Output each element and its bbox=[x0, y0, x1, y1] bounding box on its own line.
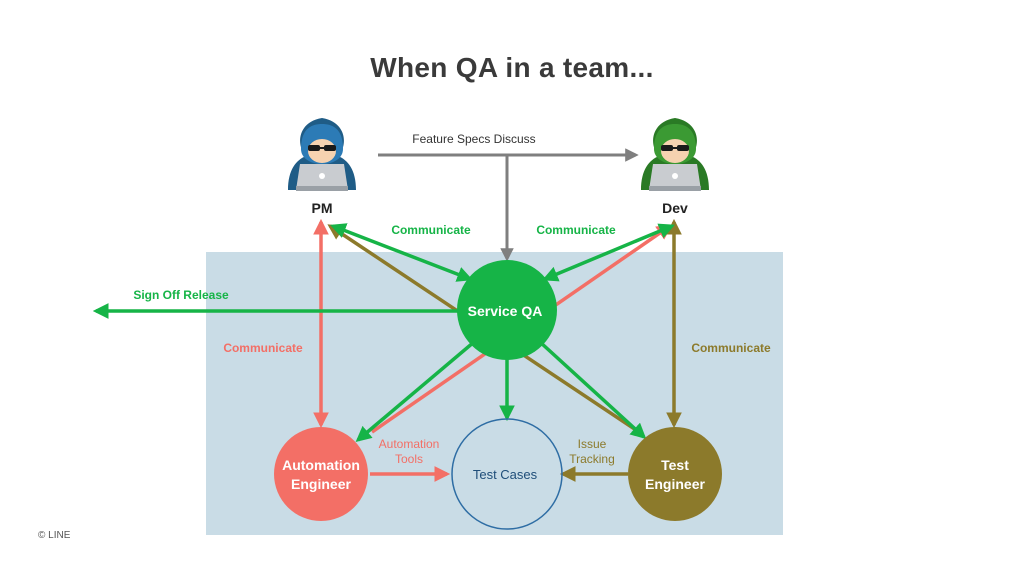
test-cases-node bbox=[451, 418, 563, 530]
communicate-dev-test-label: Communicate bbox=[691, 341, 771, 355]
automation-engineer-label-line1: Automation bbox=[282, 457, 360, 473]
pm-hooded-person-icon bbox=[288, 118, 356, 191]
service-qa-node bbox=[457, 260, 557, 360]
issue-tracking-label-line2: Tracking bbox=[569, 452, 615, 466]
communicate-pm-qa-label: Communicate bbox=[391, 223, 471, 237]
page-title: When QA in a team... bbox=[370, 52, 654, 83]
test-cases-label: Test Cases bbox=[473, 467, 538, 482]
feature-specs-label: Feature Specs Discuss bbox=[412, 132, 535, 146]
automation-engineer-label-line2: Engineer bbox=[291, 476, 351, 492]
automation-tools-label-line2: Tools bbox=[395, 452, 423, 466]
automation-engineer-node bbox=[274, 427, 368, 521]
test-engineer-label-line2: Engineer bbox=[645, 476, 705, 492]
copyright-text: © LINE bbox=[38, 530, 71, 541]
service-qa-label: Service QA bbox=[468, 303, 543, 319]
sign-off-release-label: Sign Off Release bbox=[133, 288, 229, 302]
communicate-dev-qa-label: Communicate bbox=[536, 223, 616, 237]
automation-tools-label-line1: Automation bbox=[379, 437, 440, 451]
qa-automation-arrow bbox=[355, 340, 476, 443]
dev-hooded-person-icon bbox=[641, 118, 709, 191]
pm-qa-communicate-arrow bbox=[330, 223, 473, 282]
issue-tracking-label-line1: Issue bbox=[578, 437, 607, 451]
pm-label: PM bbox=[312, 200, 333, 216]
test-engineer-node bbox=[628, 427, 722, 521]
dev-qa-communicate-arrow bbox=[542, 223, 675, 282]
communicate-pm-automation-label: Communicate bbox=[223, 341, 303, 355]
dev-label: Dev bbox=[662, 200, 688, 216]
qa-test-engineer-arrow bbox=[538, 340, 647, 440]
test-engineer-label-line1: Test bbox=[661, 457, 689, 473]
